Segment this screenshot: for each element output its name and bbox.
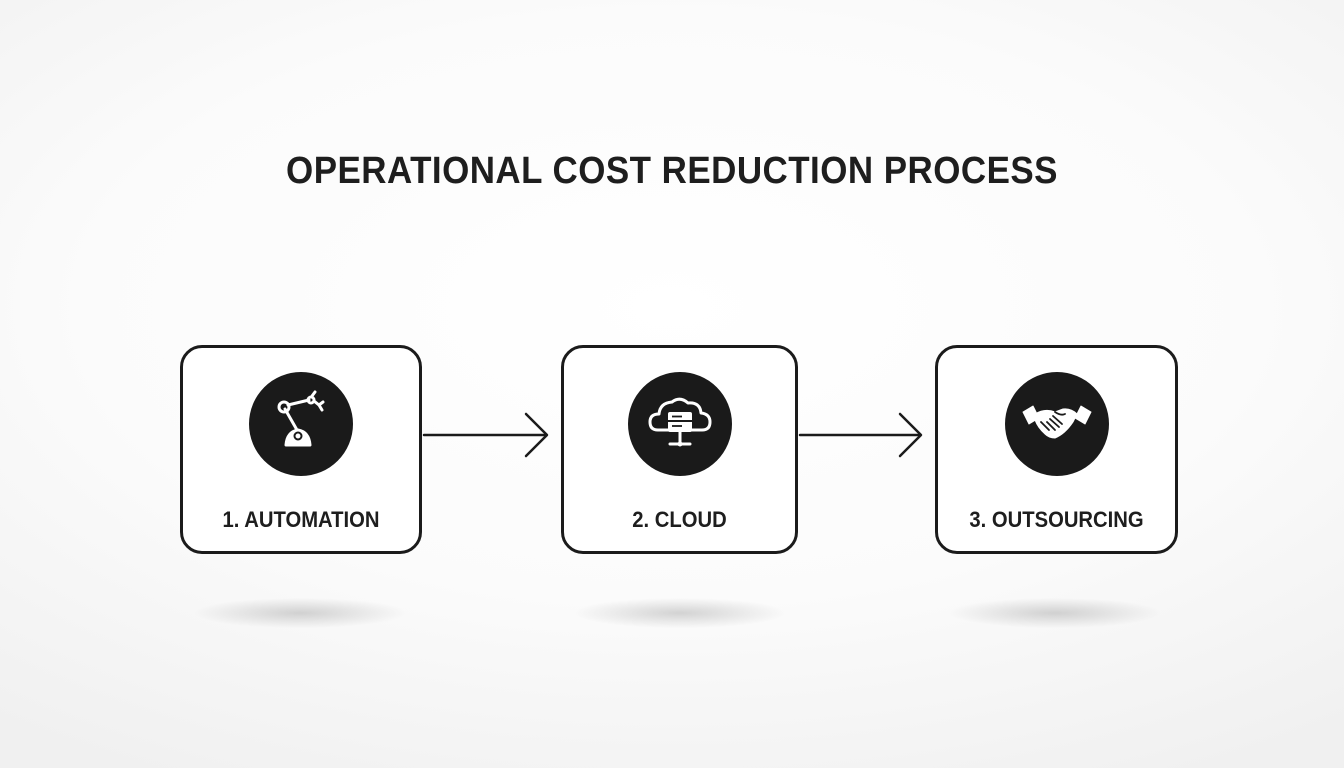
step-label-outsourcing: 3. OUTSOURCING <box>969 507 1144 532</box>
step-shadow <box>195 598 405 628</box>
step-label-automation: 1. AUTOMATION <box>222 507 380 532</box>
cloud-server-icon <box>627 372 732 476</box>
handshake-icon <box>1004 372 1109 476</box>
arrow-2-to-3 <box>798 412 923 458</box>
step-label-cloud: 2. CLOUD <box>632 507 727 532</box>
diagram-title: OPERATIONAL COST REDUCTION PROCESS <box>286 150 1058 192</box>
step-outsourcing: 3. OUTSOURCING <box>935 345 1178 554</box>
step-shadow <box>575 598 785 628</box>
step-cloud: 2. CLOUD <box>561 345 798 554</box>
robot-arm-icon <box>249 372 353 476</box>
step-shadow <box>950 598 1160 628</box>
arrow-1-to-2 <box>422 412 549 458</box>
step-automation: 1. AUTOMATION <box>180 345 422 554</box>
